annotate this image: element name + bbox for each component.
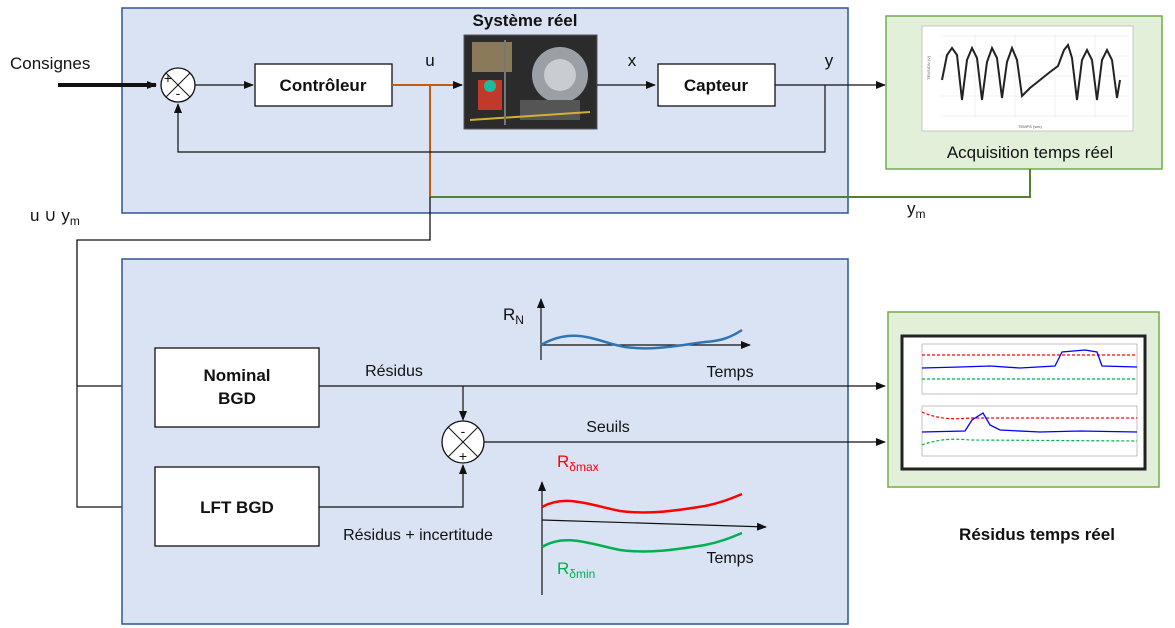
nominal-bgd-line1: Nominal	[203, 366, 270, 385]
summing-minus-sign: -	[176, 85, 181, 101]
real-system-title: Système réel	[473, 11, 578, 30]
comparator-minus-sign: -	[461, 423, 466, 439]
rmax-label: Rδmax	[557, 452, 599, 474]
u-signal-label: u	[425, 51, 434, 70]
lft-residus-line	[319, 464, 467, 508]
threshold-mini-plot	[538, 481, 767, 595]
nominal-bgd-line2: BGD	[218, 389, 256, 408]
comparator-junction	[441, 420, 485, 464]
lft-bgd-label: LFT BGD	[200, 498, 274, 517]
temps-label-1: Temps	[706, 364, 753, 381]
svg-text:TENSION (V): TENSION (V)	[926, 55, 931, 80]
u-ym-label: u ∪ ym	[30, 206, 80, 228]
rmin-label: Rδmin	[557, 559, 595, 581]
nominal-bgd-block	[154, 347, 320, 428]
controller-label: Contrôleur	[280, 76, 367, 95]
comparator-plus-sign: +	[459, 448, 467, 464]
summing-junction	[160, 67, 196, 103]
rn-mini-plot	[537, 298, 751, 360]
x-signal-label: x	[628, 51, 637, 70]
realtime-residus-plot	[900, 334, 1147, 471]
ym-signal-line	[430, 169, 1031, 198]
realtime-residus-caption: Résidus temps réel	[959, 525, 1115, 544]
seuils-label: Seuils	[586, 419, 630, 436]
acquisition-plot: TENSION (V) TEMPS (sec)	[921, 25, 1134, 132]
acquisition-caption: Acquisition temps réel	[947, 143, 1113, 162]
controller-block	[254, 63, 393, 107]
residus-incertitude-label: Résidus + incertitude	[343, 527, 493, 544]
ym-label: ym	[907, 199, 926, 221]
summing-plus-sign: +	[164, 70, 172, 86]
svg-text:TEMPS (sec): TEMPS (sec)	[1018, 124, 1042, 129]
feedback-loop	[174, 85, 826, 153]
y-signal-label: y	[825, 51, 834, 70]
rn-label: RN	[503, 305, 524, 327]
lft-bgd-block	[154, 466, 320, 547]
temps-label-2: Temps	[706, 550, 753, 567]
residus-label: Résidus	[365, 363, 423, 380]
input-label: Consignes	[10, 54, 90, 73]
u-ym-link	[76, 197, 431, 386]
sensor-label: Capteur	[684, 76, 749, 95]
real-system-photo	[463, 34, 598, 130]
